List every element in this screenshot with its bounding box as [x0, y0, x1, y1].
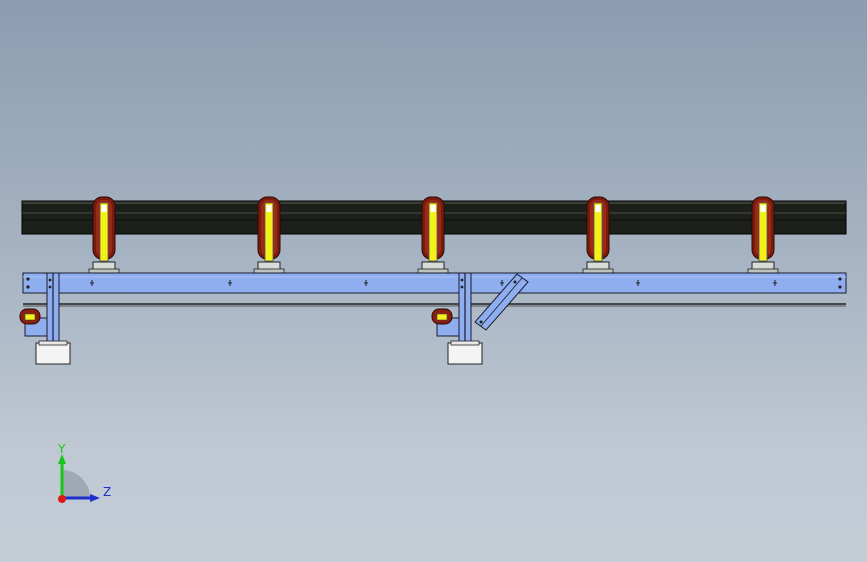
main-beam[interactable]	[22, 272, 847, 307]
beam-mark	[228, 280, 232, 286]
post-hole	[48, 278, 52, 282]
roller-cap	[595, 205, 601, 212]
roller-base	[417, 268, 449, 274]
y-axis-label: Y	[58, 442, 66, 456]
brace-edge	[480, 277, 523, 327]
beam-mark	[364, 280, 368, 286]
beam-hole	[26, 277, 30, 281]
beam-hole	[838, 277, 842, 281]
support-foot-top	[450, 340, 480, 346]
support-foot	[447, 342, 483, 365]
brace-hole	[513, 280, 517, 284]
beam-bolt-marks	[90, 280, 777, 286]
support-foot	[35, 342, 71, 365]
post-hole	[460, 285, 464, 289]
roller[interactable]	[88, 196, 120, 274]
rollers	[88, 196, 779, 274]
roller-base	[253, 268, 285, 274]
roller-core	[99, 202, 109, 262]
support-leg[interactable]	[431, 272, 483, 365]
roller-cap	[760, 205, 766, 212]
diagonal-brace[interactable]	[474, 273, 529, 331]
supports	[19, 272, 483, 365]
roller-core	[264, 202, 274, 262]
beam-body	[22, 272, 847, 294]
post-hole	[460, 278, 464, 282]
y-arrow-icon	[58, 454, 66, 464]
triad-plane-shade	[62, 470, 90, 498]
beam-hole	[26, 285, 30, 289]
support-foot-top	[38, 340, 68, 346]
axis-triad	[58, 454, 100, 503]
x-axis-icon	[58, 495, 66, 503]
roller-base	[582, 268, 614, 274]
beam-mark	[90, 280, 94, 286]
roller[interactable]	[253, 196, 285, 274]
brace-hole	[479, 320, 483, 324]
roller[interactable]	[747, 196, 779, 274]
roller-base	[88, 268, 120, 274]
beam-mark	[636, 280, 640, 286]
roller[interactable]	[417, 196, 449, 274]
clamp-knob-core	[24, 313, 36, 321]
roller-core	[758, 202, 768, 262]
roller-cap	[101, 205, 107, 212]
beam-mark	[500, 280, 504, 286]
roller-cap	[266, 205, 272, 212]
roller-base	[747, 268, 779, 274]
support-leg[interactable]	[19, 272, 71, 365]
roller-core	[428, 202, 438, 262]
clamp-knob-core	[436, 313, 448, 321]
roller-core	[593, 202, 603, 262]
post-hole	[48, 285, 52, 289]
beam-hole	[838, 285, 842, 289]
roller-cap	[430, 205, 436, 212]
beam-mark	[773, 280, 777, 286]
z-arrow-icon	[90, 494, 100, 502]
z-axis-label: Z	[103, 485, 112, 499]
roller[interactable]	[582, 196, 614, 274]
